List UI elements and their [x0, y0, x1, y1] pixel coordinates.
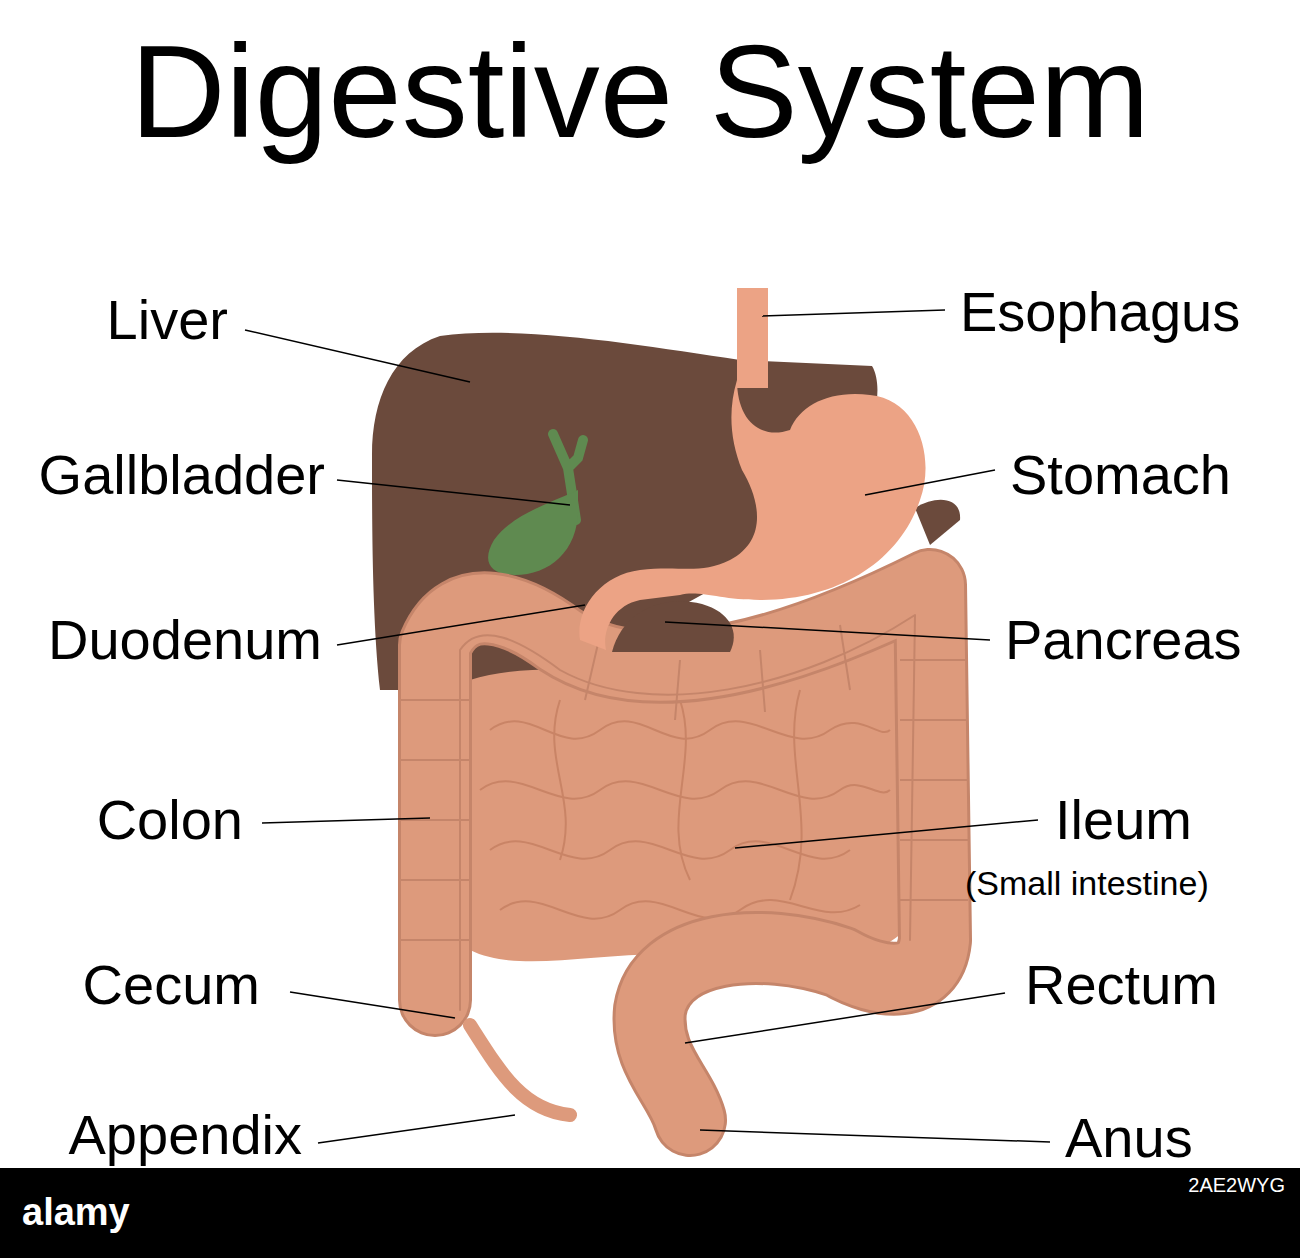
organ-label: Duodenum — [48, 608, 322, 672]
pancreas-shape — [612, 601, 734, 652]
large-intestine — [435, 585, 935, 1120]
diagram-title: Digestive System — [130, 16, 1150, 168]
esophagus-tube — [737, 288, 768, 388]
organ-label: Ileum — [1055, 788, 1192, 852]
organ-label: Anus — [1065, 1106, 1193, 1170]
watermark-bar — [0, 1168, 1300, 1258]
intestine-folds — [480, 690, 890, 919]
organ-label: Gallbladder — [39, 443, 325, 507]
image-id: 2AE2WYG — [1188, 1174, 1285, 1197]
organ-sublabel: (Small intestine) — [965, 864, 1209, 903]
organ-label: Cecum — [83, 953, 260, 1017]
stomach-shape — [579, 380, 925, 650]
colon-haustra — [401, 625, 968, 940]
leader-lines — [245, 310, 1050, 1143]
organ-label: Rectum — [1025, 953, 1218, 1017]
organ-label: Liver — [107, 288, 228, 352]
watermark-logo: alamy — [22, 1191, 130, 1235]
gallbladder-sac — [488, 490, 578, 575]
organ-label: Colon — [97, 788, 243, 852]
organ-label: Esophagus — [960, 280, 1240, 344]
organ-label: Appendix — [68, 1103, 302, 1167]
spleen-shape — [915, 500, 960, 545]
organ-label: Stomach — [1010, 443, 1231, 507]
organ-label: Pancreas — [1005, 608, 1242, 672]
